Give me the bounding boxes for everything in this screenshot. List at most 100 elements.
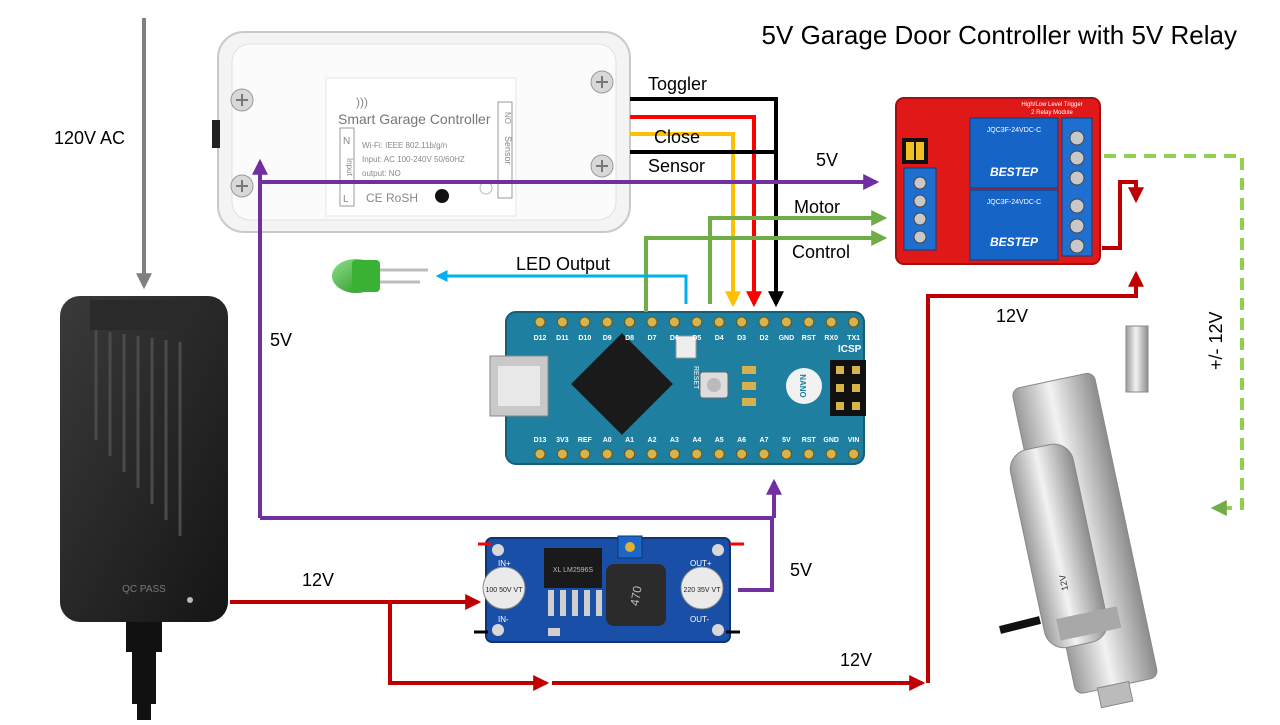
label-psu-12v: 12V bbox=[302, 570, 334, 590]
arduino-pin bbox=[556, 316, 568, 328]
arduino-pin bbox=[780, 316, 792, 328]
relay2-model: JQC3F-24VDC-C bbox=[987, 199, 1041, 206]
pin-label-top-d7: D7 bbox=[648, 335, 657, 342]
label-toggler: Toggler bbox=[648, 74, 707, 94]
pin-label-bottom-a6: A6 bbox=[737, 437, 746, 444]
buck-out-plus: OUT+ bbox=[690, 559, 712, 568]
label-120v-ac: 120V AC bbox=[54, 128, 125, 148]
actuator-label: 12V bbox=[1057, 574, 1070, 592]
arduino-pin bbox=[848, 316, 860, 328]
wires bbox=[136, 18, 1244, 691]
bottom-12v-wire-a bbox=[388, 602, 550, 691]
pin-label-bottom-a2: A2 bbox=[648, 437, 657, 444]
pin-label-bottom-a3: A3 bbox=[670, 437, 679, 444]
buck-inductor-label: 470 bbox=[627, 585, 644, 607]
screw-icon bbox=[590, 70, 614, 94]
relay1-model: JQC3F-24VDC-C bbox=[987, 127, 1041, 134]
arduino-pin bbox=[803, 448, 815, 460]
label-left-5v: 5V bbox=[270, 330, 292, 350]
pin-label-bottom-d13: D13 bbox=[534, 437, 547, 444]
controller-spec-output: output: NO bbox=[362, 169, 401, 178]
buck-cap-left: 100 50V VT bbox=[486, 587, 524, 594]
arduino-pin bbox=[646, 316, 658, 328]
arduino-pin bbox=[758, 316, 770, 328]
smart-garage-controller: Smart Garage Controller ))) Wi-Fi: IEEE … bbox=[212, 31, 631, 233]
arduino-pin bbox=[668, 316, 680, 328]
controller-l-label: L bbox=[343, 194, 349, 205]
pin-label-bottom-a7: A7 bbox=[760, 437, 769, 444]
arduino-pin bbox=[825, 316, 837, 328]
arduino-icsp-label: ICSP bbox=[838, 344, 862, 355]
label-sensor: Sensor bbox=[648, 156, 705, 176]
arduino-reset-label: RESET bbox=[692, 366, 699, 390]
relay2-brand: BESTEP bbox=[990, 235, 1039, 249]
screw-icon bbox=[230, 174, 254, 198]
arduino-pin bbox=[736, 316, 748, 328]
pin-label-bottom-rst: RST bbox=[802, 437, 817, 444]
buck-converter: IN+ IN- OUT+ OUT- 100 50V VT 220 35V VT … bbox=[474, 535, 744, 643]
pin-label-bottom-a0: A0 bbox=[603, 437, 612, 444]
arduino-pin bbox=[601, 448, 613, 460]
pin-label-top-d2: D2 bbox=[760, 335, 769, 342]
toggler-wire bbox=[630, 97, 784, 308]
buck-chip-label: XL LM2596S bbox=[553, 567, 594, 574]
controller-spec-wifi: Wi-Fi: IEEE 802.11b/g/n bbox=[362, 141, 447, 150]
label-pm-12v: +/- 12V bbox=[1206, 311, 1226, 370]
pin-label-top-d11: D11 bbox=[556, 335, 569, 342]
pin-label-top-gnd: GND bbox=[779, 335, 795, 342]
arduino-pin bbox=[758, 448, 770, 460]
label-motor: Motor bbox=[794, 197, 840, 217]
label-control: Control bbox=[792, 242, 850, 262]
label-relay-12v: 12V bbox=[996, 306, 1028, 326]
pin-label-top-tx1: TX1 bbox=[847, 335, 860, 342]
close-red-wire bbox=[630, 115, 762, 308]
pin-label-bottom-5v: 5V bbox=[782, 437, 791, 444]
arduino-pin bbox=[825, 448, 837, 460]
relay-header-label: High/Low Level Trigger bbox=[1021, 102, 1082, 108]
pin-label-top-d6: D6 bbox=[670, 335, 679, 342]
arduino-pin bbox=[691, 448, 703, 460]
arduino-pin bbox=[534, 448, 546, 460]
pin-label-top-rx0: RX0 bbox=[824, 335, 838, 342]
purple-buck-out bbox=[738, 518, 774, 592]
controller-button[interactable] bbox=[435, 189, 449, 203]
arduino-pin bbox=[579, 316, 591, 328]
label-bottom-12v: 12V bbox=[840, 650, 872, 670]
label-relay-5v: 5V bbox=[816, 150, 838, 170]
pin-label-top-d8: D8 bbox=[625, 335, 634, 342]
arduino-pin bbox=[848, 448, 860, 460]
buck-out-minus: OUT- bbox=[690, 615, 709, 624]
arduino-pin bbox=[579, 448, 591, 460]
screw-icon bbox=[590, 154, 614, 178]
pin-label-top-d4: D4 bbox=[715, 335, 724, 342]
pm-12v-wire bbox=[1104, 154, 1244, 516]
arduino-pin bbox=[556, 448, 568, 460]
pin-label-top-d9: D9 bbox=[603, 335, 612, 342]
wire-labels: 120V AC Toggler Close Sensor 5V Motor Co… bbox=[54, 74, 1226, 670]
relay-module: High/Low Level Trigger 2 Relay Module JQ… bbox=[895, 97, 1101, 265]
buck-cap-right: 220 35V VT bbox=[684, 587, 722, 594]
control-wire bbox=[644, 230, 888, 312]
pin-label-bottom-a4: A4 bbox=[692, 437, 701, 444]
arduino-pin bbox=[691, 316, 703, 328]
relay-12v-wire bbox=[926, 270, 1144, 683]
pin-label-bottom-a1: A1 bbox=[625, 437, 634, 444]
buck-in-plus: IN+ bbox=[498, 559, 511, 568]
screw-icon bbox=[230, 88, 254, 112]
psu-qc-mark: QC PASS bbox=[122, 584, 166, 595]
pin-label-top-d12: D12 bbox=[534, 335, 547, 342]
power-supply-adapter: QC PASS bbox=[60, 296, 228, 720]
controller-sensor-label: Sensor bbox=[503, 136, 513, 165]
arduino-pin bbox=[780, 448, 792, 460]
pin-label-top-d10: D10 bbox=[578, 335, 591, 342]
pin-label-top-rst: RST bbox=[802, 335, 817, 342]
arduino-pin bbox=[736, 448, 748, 460]
pin-label-top-d3: D3 bbox=[737, 335, 746, 342]
controller-input-label: Input bbox=[345, 158, 354, 177]
arduino-pin bbox=[646, 448, 658, 460]
pin-label-bottom-3v3: 3V3 bbox=[556, 437, 569, 444]
led-output-wire bbox=[435, 270, 688, 304]
arduino-nano-label: NANO bbox=[798, 374, 807, 398]
